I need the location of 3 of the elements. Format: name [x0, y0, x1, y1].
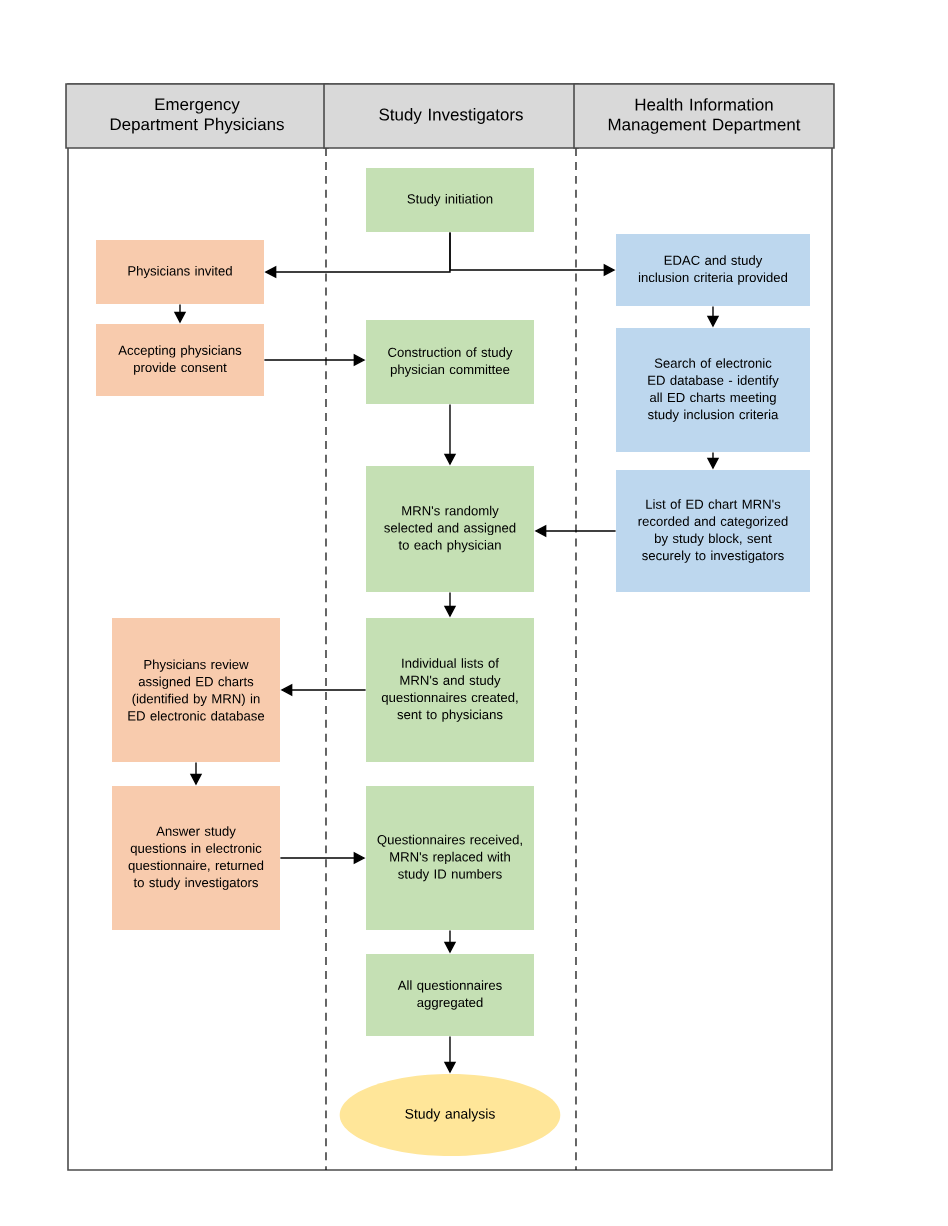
header-cell: Emergency Department Physicians: [65, 83, 329, 149]
header-cell: Study Investigators: [323, 83, 579, 149]
header-cell: Health Information Management Department: [573, 83, 835, 149]
